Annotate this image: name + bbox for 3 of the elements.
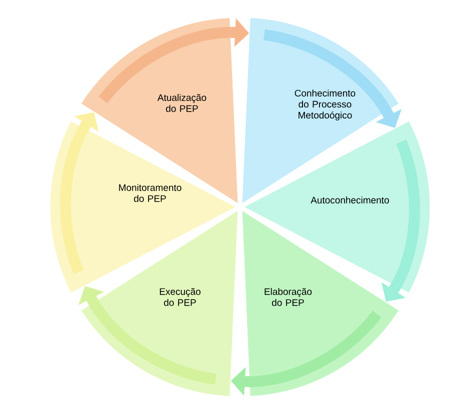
segment: Elaboração do PEP <box>242 210 400 397</box>
cycle-arrow <box>78 286 217 385</box>
cycle-arrow <box>263 29 402 128</box>
